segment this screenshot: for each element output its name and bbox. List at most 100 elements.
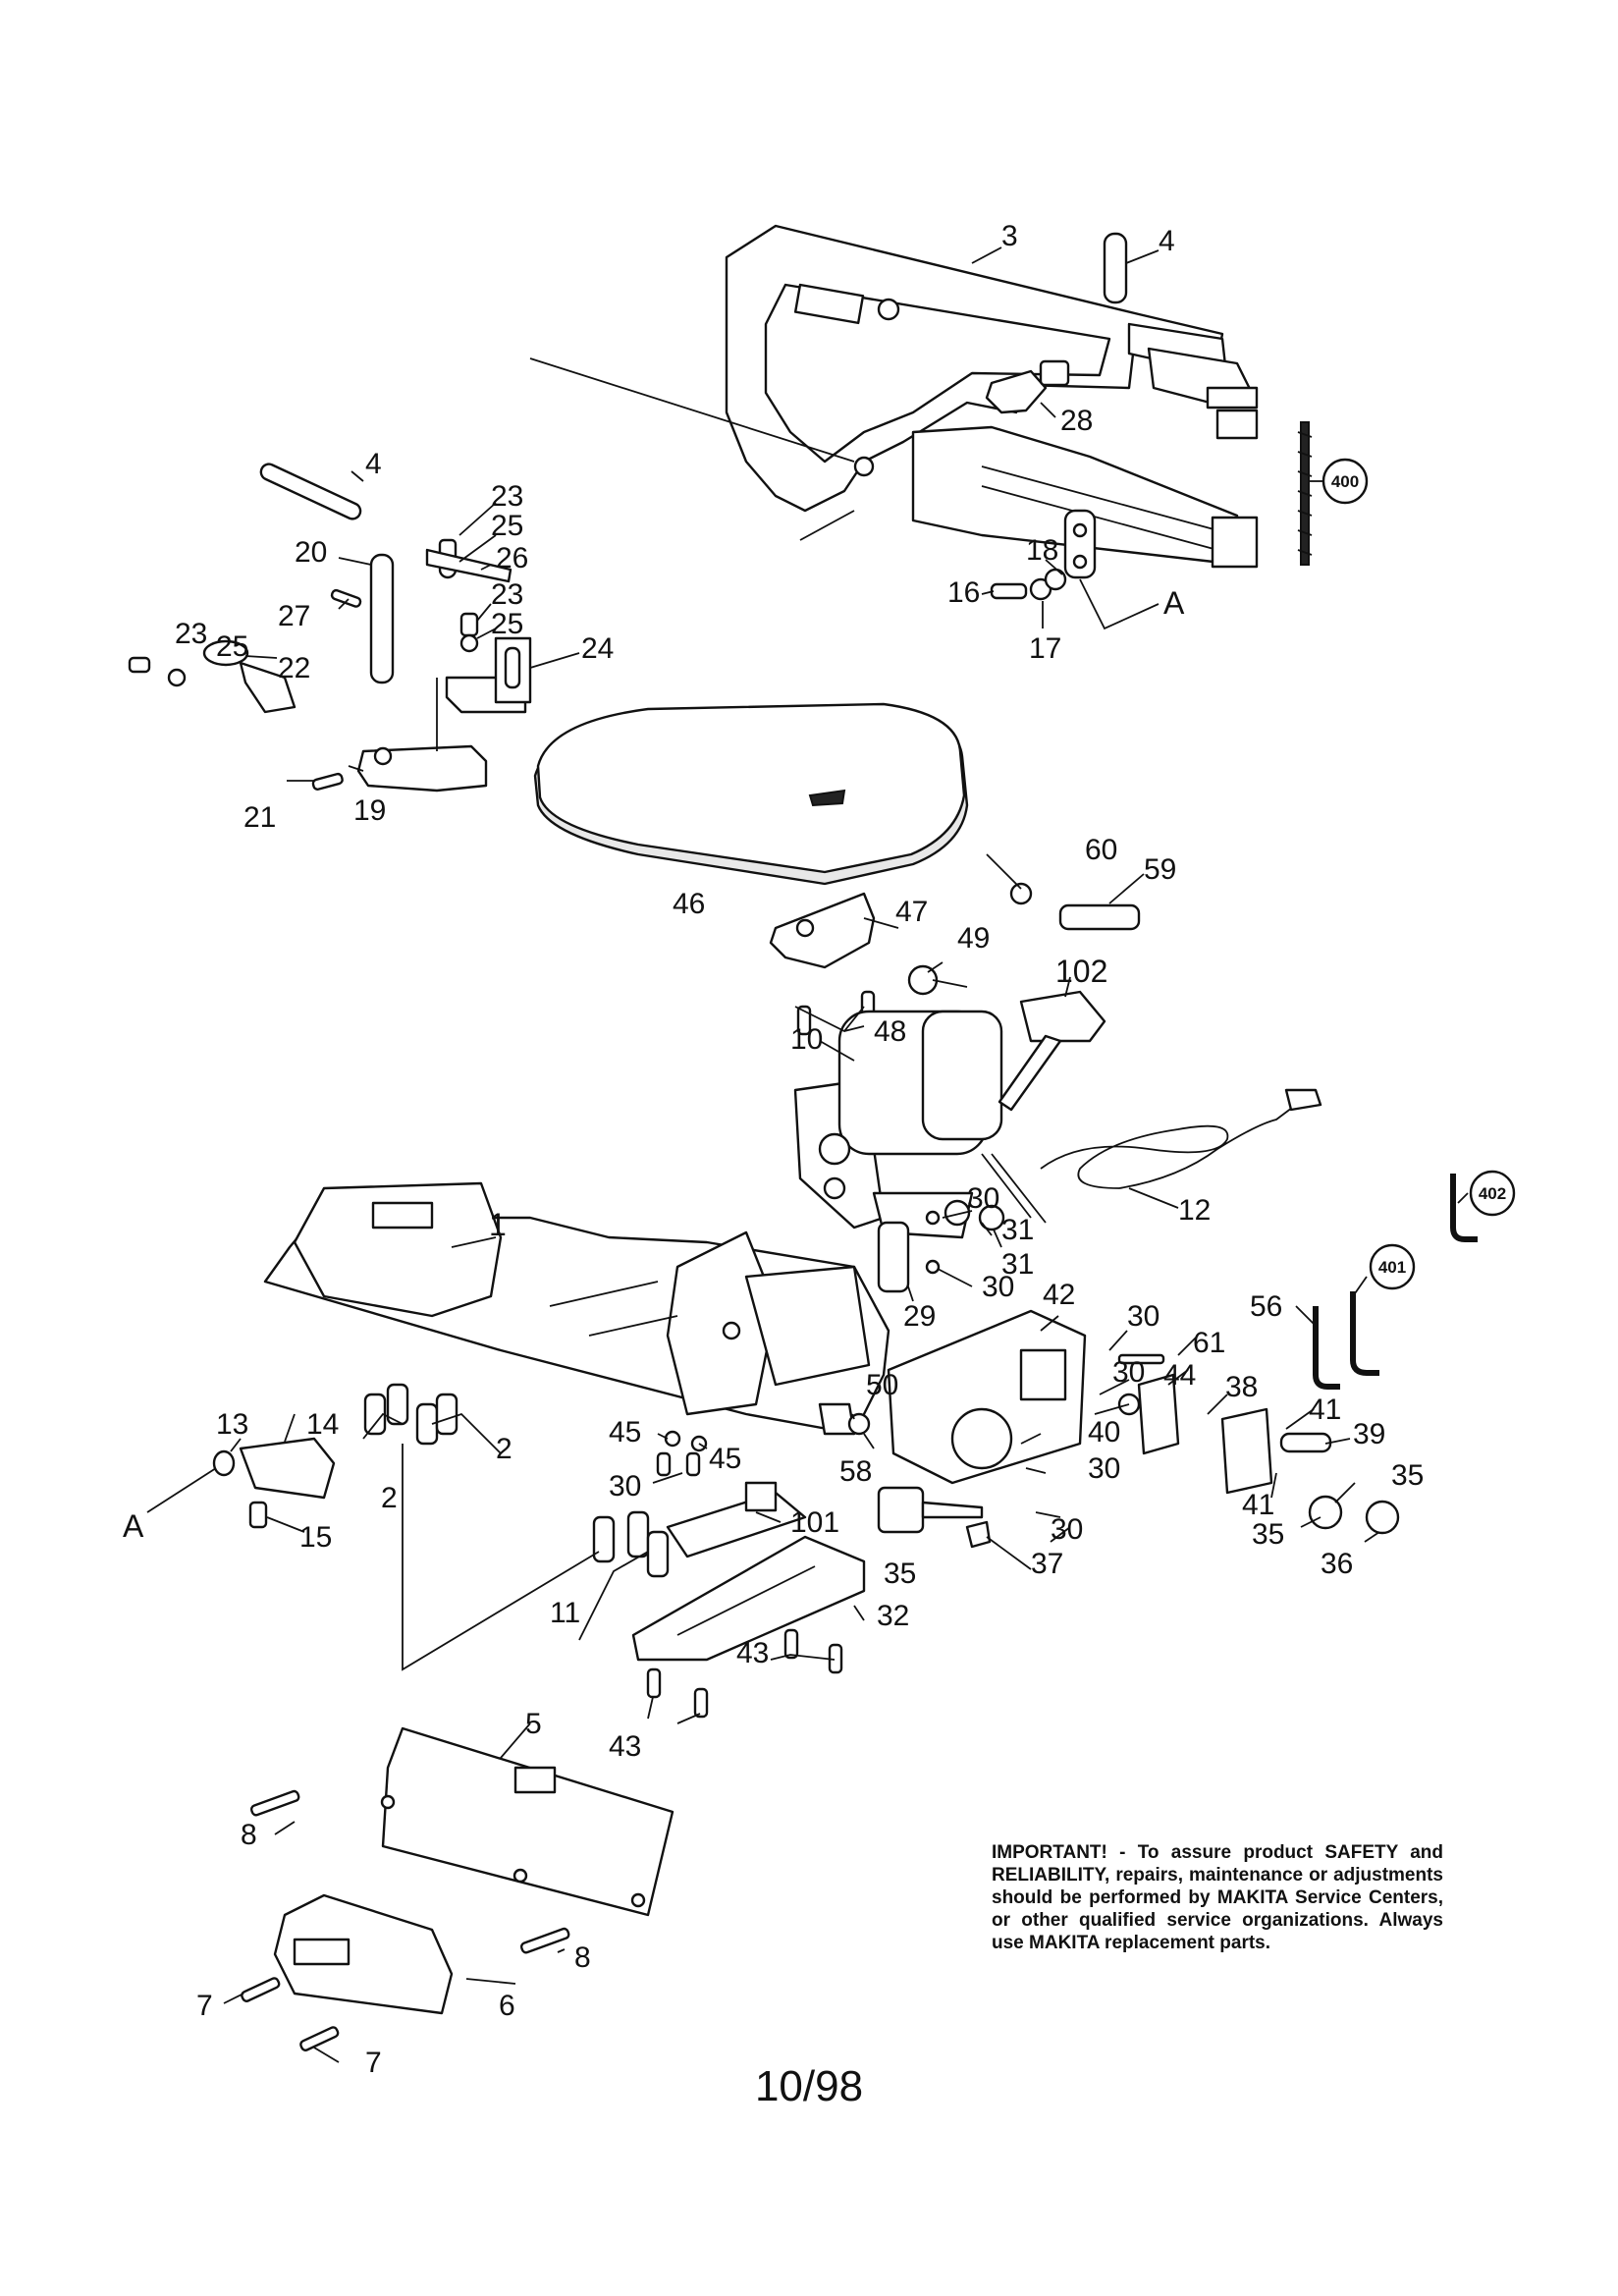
part-screw-washers [990,568,1067,601]
part-base [263,1181,890,1436]
callout-102: 102 [1055,954,1107,989]
callout-45-a: 45 [609,1416,641,1449]
part-upper-arm [529,224,1259,579]
circle-ref-401: 401 [1369,1243,1416,1290]
part-knob [985,359,1070,414]
part-clamp-14 [212,1437,336,1529]
callout-56: 56 [1250,1290,1282,1323]
callout-31-b: 31 [1001,1248,1034,1281]
callout-50: 50 [866,1369,898,1401]
callout-10: 10 [790,1023,823,1056]
part-screws-7-8 [241,1789,570,2051]
callout-41-a: 41 [1309,1394,1341,1426]
callout-30-e: 30 [1088,1452,1120,1485]
leader-lines [146,246,1469,2063]
ref-A-top: A [1163,585,1185,621]
callout-7-left: 7 [196,1990,213,2022]
callout-32: 32 [877,1600,909,1632]
callout-35-c: 35 [884,1558,916,1590]
callout-30-a: 30 [967,1182,999,1215]
safety-notice: IMPORTANT! - To assure product SAFETY an… [992,1842,1443,1953]
callout-41-b: 41 [1242,1489,1274,1521]
part-speed-knob [877,1486,992,1549]
svg-text:400: 400 [1331,472,1359,491]
callout-25-c: 25 [216,630,248,663]
callout-25-a: 25 [491,510,523,542]
callout-7-right: 7 [365,2047,382,2079]
svg-text:402: 402 [1479,1184,1506,1203]
callout-8-right: 8 [574,1941,591,1974]
callout-4-left: 4 [365,448,382,480]
callout-14: 14 [306,1408,339,1441]
callout-44: 44 [1163,1359,1196,1392]
callout-48: 48 [874,1015,906,1048]
part-base-19 [356,678,488,793]
part-feet [363,1383,670,1578]
part-cover-6 [273,1893,454,2015]
callout-6: 6 [499,1990,515,2022]
callout-49: 49 [957,922,990,955]
part-switch-box [887,1309,1087,1485]
callout-30-d: 30 [1112,1356,1145,1389]
callout-28: 28 [1060,405,1093,437]
ref-A-bottom: A [123,1508,144,1544]
callout-1: 1 [489,1207,507,1242]
part-pcb [666,1481,807,1558]
part-pin [1103,232,1128,304]
callout-101: 101 [790,1506,839,1539]
callout-30-g: 30 [609,1470,641,1503]
callout-25-b: 25 [491,608,523,640]
part-small-screws [656,1430,708,1477]
part-power-cord-12 [1040,1088,1322,1189]
part-pin-27 [330,588,362,608]
callout-24: 24 [581,632,614,665]
callout-61: 61 [1193,1327,1225,1359]
part-washer-49 [907,964,939,996]
part-screws-43 [646,1628,843,1719]
part-tube-4 [259,463,362,520]
callout-12: 12 [1178,1194,1211,1227]
callout-5: 5 [525,1708,542,1740]
callout-31-a: 31 [1001,1214,1034,1246]
callout-21: 21 [243,801,276,834]
callout-45-b: 45 [709,1443,741,1475]
part-brush-holders [877,1199,1005,1293]
callout-26: 26 [496,542,528,574]
callout-60: 60 [1085,834,1117,866]
svg-text:401: 401 [1378,1258,1406,1277]
callout-47: 47 [895,896,928,928]
part-motor-wires [981,1153,1047,1224]
callout-43-a: 43 [736,1637,769,1669]
circle-ref-402: 402 [1469,1170,1516,1217]
callout-17: 17 [1029,632,1061,665]
part-washer-60-bolt-59 [1009,882,1141,931]
callout-3: 3 [1001,220,1018,252]
part-cover-5 [380,1726,674,1917]
callout-23-c: 23 [175,618,207,650]
callout-42: 42 [1043,1279,1075,1311]
callout-40: 40 [1088,1416,1120,1449]
callout-38: 38 [1225,1371,1258,1403]
part-motor [793,1010,1003,1239]
callout-35-a: 35 [1391,1459,1424,1492]
callout-2-right: 2 [496,1433,512,1465]
callout-43-b: 43 [609,1730,641,1763]
part-post-20 [369,553,395,684]
callout-39: 39 [1353,1418,1385,1450]
part-hex-wrenches [1313,1174,1478,1390]
callout-37: 37 [1031,1548,1063,1580]
callout-8-left: 8 [241,1819,257,1851]
callout-18: 18 [1026,534,1058,567]
callout-36: 36 [1321,1548,1353,1580]
callout-23-b: 23 [491,578,523,611]
circle-ref-400: 400 [1321,458,1369,505]
part-screws-23-25 [128,538,512,791]
callout-58: 58 [839,1455,872,1488]
callout-59: 59 [1144,853,1176,886]
callout-13: 13 [216,1408,248,1441]
callout-46: 46 [673,888,705,920]
part-plates [1117,1353,1400,1535]
callout-11: 11 [550,1597,580,1629]
part-nozzle-22 [202,639,297,714]
